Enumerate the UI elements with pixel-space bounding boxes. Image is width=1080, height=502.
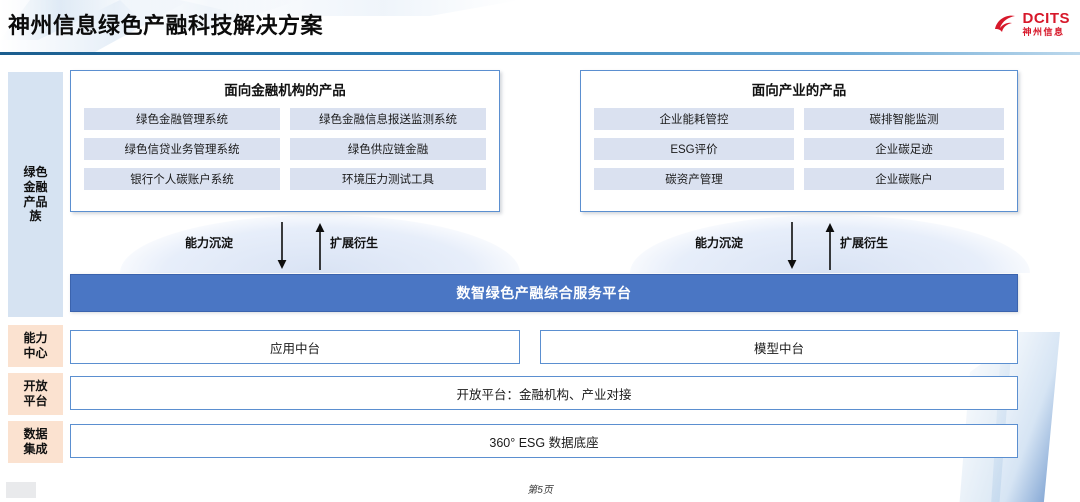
open-platform-box[interactable]: 开放平台：金融机构、产业对接	[70, 376, 1018, 410]
sidebar-label-green-finance-family: 绿色 金融 产品 族	[23, 165, 48, 224]
header-divider	[0, 52, 1080, 55]
sidebar-item-data-integration[interactable]: 数据 集成	[8, 421, 63, 463]
flow-group-left: 能力沉淀 扩展衍生	[185, 222, 405, 272]
sidebar-label-open-platform: 开放 平台	[23, 379, 48, 408]
product-chip[interactable]: 碳资产管理	[594, 168, 794, 190]
product-box-title: 面向金融机构的产品	[224, 83, 346, 98]
product-chip[interactable]: 绿色金融信息报送监测系统	[290, 108, 486, 130]
product-box-financial-institutions: 面向金融机构的产品 绿色金融管理系统 绿色金融信息报送监测系统 绿色信贷业务管理…	[70, 70, 500, 212]
arrow-down-icon	[787, 222, 797, 269]
flow-group-right: 能力沉淀 扩展衍生	[695, 222, 915, 272]
product-chip[interactable]: 绿色供应链金融	[290, 138, 486, 160]
page-title: 神州信息绿色产融科技解决方案	[8, 13, 324, 38]
sidebar-item-open-platform[interactable]: 开放 平台	[8, 373, 63, 415]
product-chip[interactable]: 绿色信贷业务管理系统	[84, 138, 280, 160]
product-chip[interactable]: 银行个人碳账户系统	[84, 168, 280, 190]
product-chip-grid: 绿色金融管理系统 绿色金融信息报送监测系统 绿色信贷业务管理系统 绿色供应链金融…	[71, 99, 499, 190]
product-chip[interactable]: 企业碳账户	[804, 168, 1004, 190]
platform-bar-label: 数智绿色产融综合服务平台	[456, 285, 632, 301]
product-box-title: 面向产业的产品	[751, 83, 847, 98]
arrow-up-icon	[315, 223, 325, 270]
flow-label-extension: 扩展衍生	[330, 236, 379, 250]
slide-header: 神州信息绿色产融科技解决方案 DCITS 神州信息	[0, 0, 1080, 55]
product-chip[interactable]: ESG评价	[594, 138, 794, 160]
center-model-box[interactable]: 模型中台	[540, 330, 1018, 364]
sidebar-label-data-integration: 数据 集成	[23, 427, 48, 456]
dcits-swirl-icon	[994, 15, 1015, 33]
product-chip[interactable]: 绿色金融管理系统	[84, 108, 280, 130]
arrow-up-icon	[825, 223, 835, 270]
sidebar-item-green-finance-family[interactable]: 绿色 金融 产品 族	[8, 72, 63, 317]
arrow-down-icon	[277, 222, 287, 269]
platform-bar[interactable]: 数智绿色产融综合服务平台	[70, 274, 1018, 312]
data-base-box[interactable]: 360° ESG 数据底座	[70, 424, 1018, 458]
logo-text-block: DCITS 神州信息	[1023, 11, 1071, 37]
product-box-industry: 面向产业的产品 企业能耗管控 碳排智能监测 ESG评价 企业碳足迹 碳资产管理 …	[580, 70, 1018, 212]
flow-label-precipitation: 能力沉淀	[185, 236, 234, 250]
product-chip[interactable]: 碳排智能监测	[804, 108, 1004, 130]
page-number-footer: 第5页	[527, 485, 553, 496]
brand-logo: DCITS 神州信息	[992, 8, 1071, 40]
sidebar-item-ability-center[interactable]: 能力 中心	[8, 325, 63, 367]
product-chip-grid: 企业能耗管控 碳排智能监测 ESG评价 企业碳足迹 碳资产管理 企业碳账户	[581, 99, 1017, 190]
logo-text-en: DCITS	[1022, 10, 1070, 27]
product-chip[interactable]: 企业能耗管控	[594, 108, 794, 130]
flow-label-extension: 扩展衍生	[840, 236, 889, 250]
flow-label-precipitation: 能力沉淀	[695, 236, 744, 250]
center-app-box[interactable]: 应用中台	[70, 330, 520, 364]
product-chip[interactable]: 企业碳足迹	[804, 138, 1004, 160]
sidebar-label-ability-center: 能力 中心	[23, 331, 48, 360]
bottom-left-gray-block	[6, 482, 36, 498]
product-chip[interactable]: 环境压力测试工具	[290, 168, 486, 190]
logo-text-cn: 神州信息	[1022, 27, 1065, 37]
